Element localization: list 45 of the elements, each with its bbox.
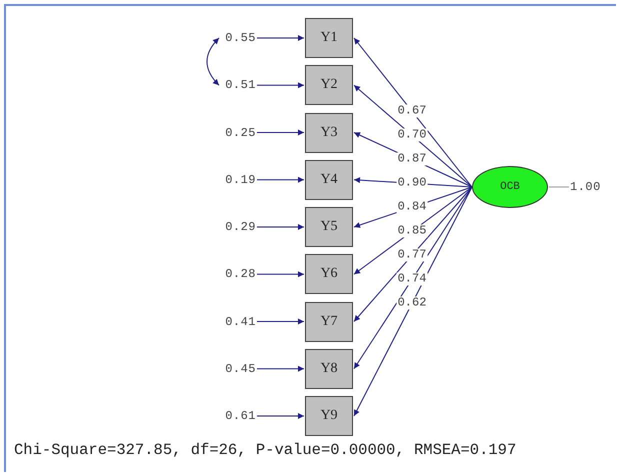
edge-label: 0.62 xyxy=(396,296,428,310)
edge-label: 0.87 xyxy=(396,152,428,166)
arrow xyxy=(354,84,472,188)
edge-label: 0.70 xyxy=(396,128,428,142)
arrow xyxy=(256,413,304,419)
edge-label: 0.84 xyxy=(396,200,428,214)
variable-box: Y7 xyxy=(305,302,353,342)
variance-value: 1.00 xyxy=(570,180,606,194)
variable-box: Y1 xyxy=(305,18,353,58)
arrow xyxy=(256,366,304,372)
fit-statistics-caption: Chi-Square=327.85, df=26, P-value=0.00000, RMSEA=0.197 xyxy=(14,441,516,459)
variance-value: 0.29 xyxy=(220,220,256,234)
arrow xyxy=(354,186,472,370)
arrow xyxy=(354,38,472,188)
arrow xyxy=(354,186,472,322)
curved-double-arrow xyxy=(206,38,220,86)
arrow xyxy=(256,176,304,183)
edge-label: 0.67 xyxy=(396,104,428,118)
edge-label: 0.85 xyxy=(396,224,428,238)
variance-value: 0.19 xyxy=(220,172,256,187)
latent-ellipse: OCB xyxy=(472,166,548,208)
arrow xyxy=(256,224,304,230)
variable-box: Y2 xyxy=(305,65,353,106)
connector-line xyxy=(548,186,570,188)
variable-box: Y4 xyxy=(305,160,353,200)
arrow xyxy=(256,35,304,41)
variance-value: 0.41 xyxy=(220,314,256,328)
edge-label: 0.77 xyxy=(396,248,428,262)
arrow xyxy=(256,271,304,278)
variance-value: 0.61 xyxy=(220,409,256,423)
variance-value: 0.25 xyxy=(220,126,256,140)
variance-value: 0.55 xyxy=(220,31,256,45)
variable-box: Y3 xyxy=(305,112,353,152)
edge-label: 0.74 xyxy=(396,272,428,286)
variable-box: Y8 xyxy=(305,348,353,389)
variance-value: 0.28 xyxy=(220,267,256,282)
variable-box: Y5 xyxy=(305,207,353,247)
arrow xyxy=(354,186,472,416)
arrow xyxy=(256,318,304,324)
variable-box: Y9 xyxy=(305,396,353,436)
arrow xyxy=(256,130,304,136)
variable-box: Y6 xyxy=(305,254,353,294)
variance-value: 0.51 xyxy=(220,78,256,92)
variance-value: 0.45 xyxy=(220,362,256,376)
arrow xyxy=(256,82,304,88)
